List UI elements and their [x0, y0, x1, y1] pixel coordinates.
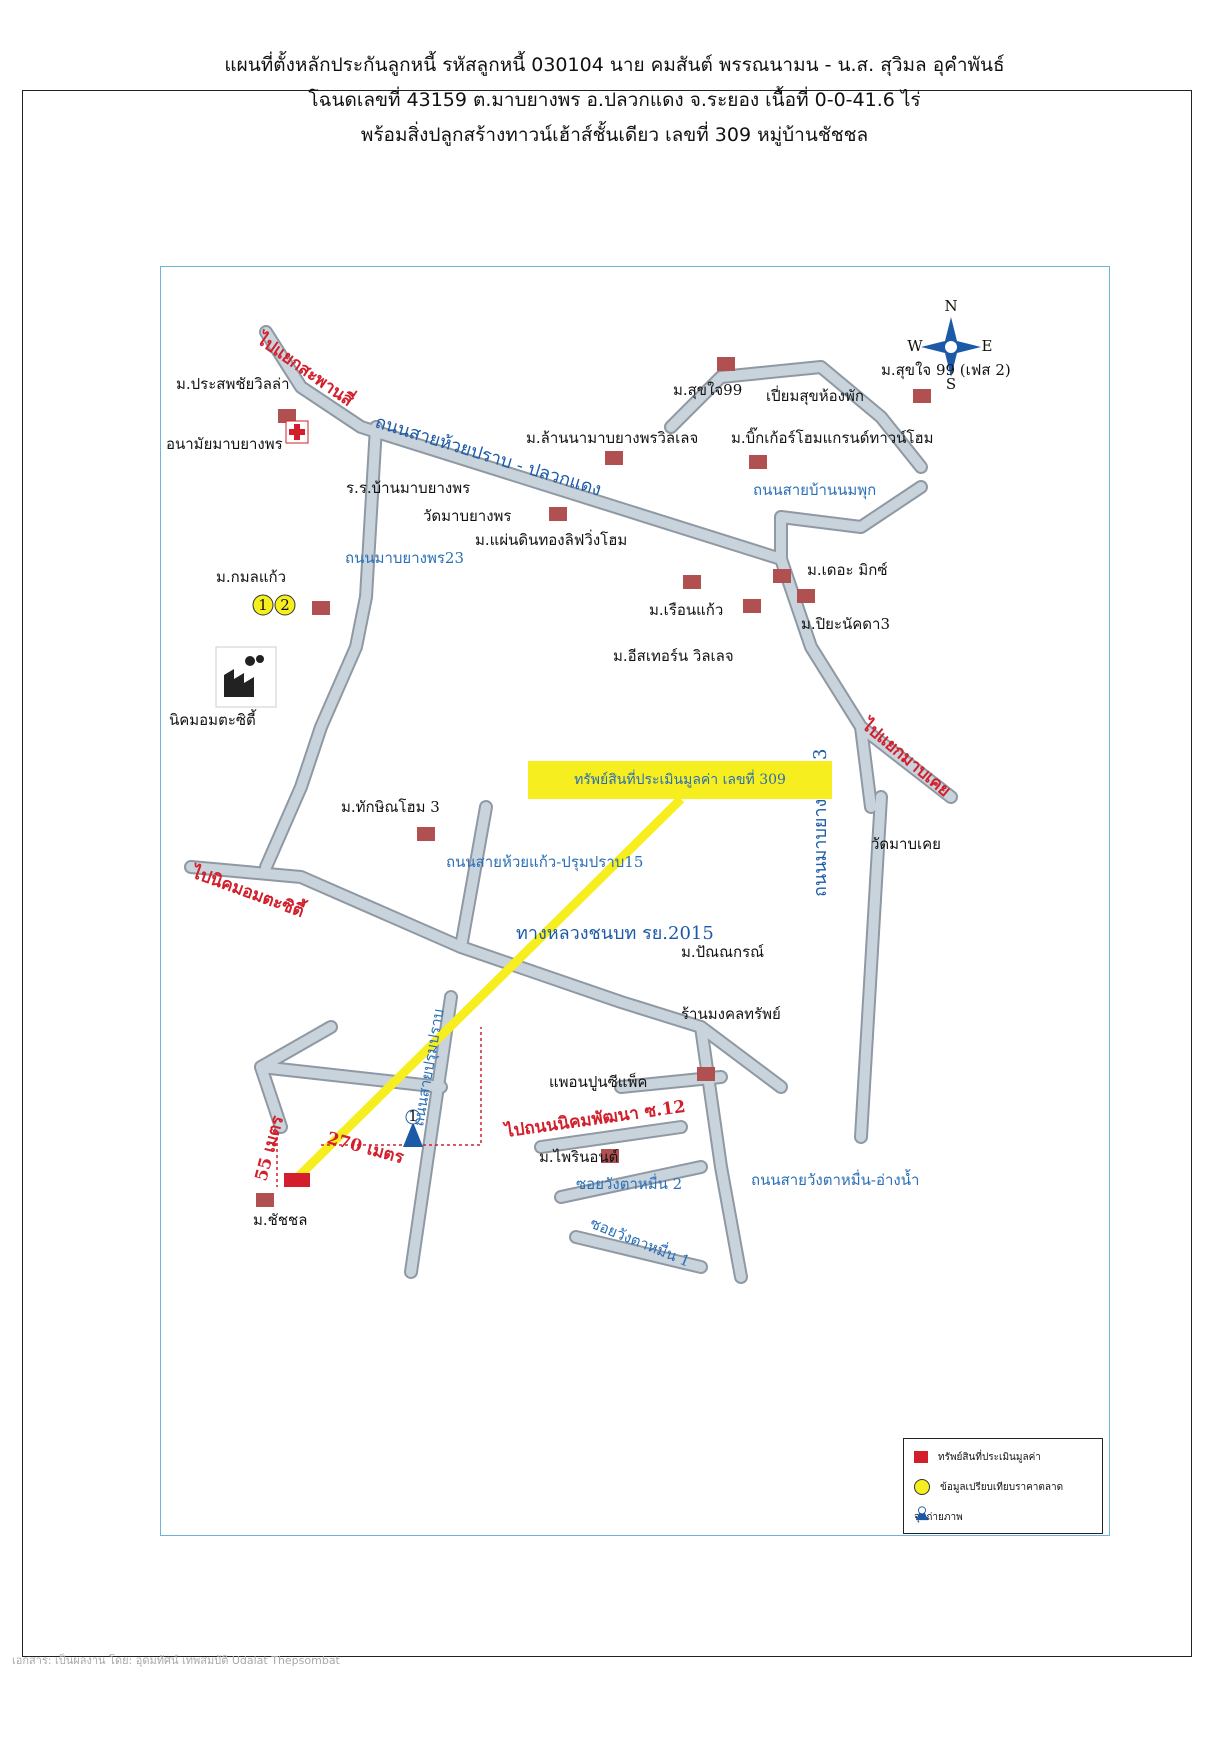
- comparable-1-label: 1: [258, 596, 268, 614]
- place-m-ruean-kaeo: ม.เรือนแก้ว: [649, 601, 723, 619]
- place-m-bhirom: ม.ไพรินอนต์: [539, 1148, 618, 1166]
- distance-270-label: 270 เมตร: [325, 1129, 407, 1169]
- house-icon: [549, 507, 567, 521]
- title-line-2: โฉนดเลขที่ 43159 ต.มาบยางพร อ.ปลวกแดง จ.…: [308, 89, 921, 111]
- place-school: ร.ร.บ้านมาบยางพร: [346, 479, 470, 497]
- house-icon: [913, 389, 931, 403]
- place-m-kamon-kaeo: ม.กมลแก้ว: [216, 568, 286, 586]
- map-title-block: แผนที่ตั้งหลักประกันลูกหนี้ รหัสลูกหนี้ …: [0, 48, 1229, 153]
- house-icon: [743, 599, 761, 613]
- house-icon: [697, 1067, 715, 1081]
- legend-photo-icon: [915, 1506, 929, 1521]
- place-piam-suk: เปี่ยมสุขห้องพัก: [766, 385, 864, 406]
- place-m-prasatchai: ม.ประสพชัยวิลล่า: [176, 375, 290, 393]
- place-m-chatchon: ม.ชัชชล: [253, 1211, 307, 1229]
- legend-row-comparable: ข้อมูลเปรียบเทียบราคาตลาด: [914, 1475, 1063, 1499]
- road-to-lak-saphan-si: ไปแยกสะพานสี่: [251, 326, 359, 411]
- title-line-1: แผนที่ตั้งหลักประกันลูกหนี้ รหัสลูกหนี้ …: [224, 54, 1005, 76]
- place-m-lan-na: ม.ล้านนามาบยางพรวิลเลจ: [526, 429, 698, 447]
- map-svg: N S E W 1 2 1: [166, 297, 1011, 1284]
- house-icon: [773, 569, 791, 583]
- place-m-big-grand: ม.บิ๊กเก้อร์โฮมแกรนด์ทาวน์โฮม: [731, 427, 934, 447]
- compass-n: N: [944, 297, 957, 315]
- house-icon: [749, 455, 767, 469]
- legend-subject-label: ทรัพย์สินที่ประเมินมูลค่า: [938, 1451, 1041, 1463]
- road-network: [186, 327, 956, 1282]
- house-icon: [683, 575, 701, 589]
- photo-point-label: 1: [408, 1107, 418, 1125]
- comparable-marker-1: [252, 594, 274, 616]
- photo-point-circle: [405, 1109, 421, 1125]
- place-m-punyakorn: ม.ปัณณกรณ์: [681, 943, 764, 961]
- legend: ทรัพย์สินที่ประเมินมูลค่า ข้อมูลเปรียบเท…: [903, 1438, 1103, 1534]
- place-m-paen-din-thong: ม.แผ่นดินทองลิฟวิ่งโฮม: [475, 529, 627, 549]
- page-frame: [22, 90, 1192, 1657]
- legend-photo-label: จุดถ่ายภาพ: [914, 1511, 963, 1523]
- factory-icon: [215, 646, 277, 708]
- place-m-the-mix: ม.เดอะ มิกซ์: [807, 561, 888, 579]
- subject-callout-label: ทรัพย์สินที่ประเมินมูลค่า เลขที่ 309: [528, 761, 832, 799]
- subject-property-marker: [284, 1173, 310, 1187]
- photo-point-icon: [403, 1122, 423, 1147]
- legend-row-photo: จุดถ่ายภาพ: [914, 1505, 963, 1529]
- legend-subject-swatch: [914, 1451, 928, 1463]
- place-mongkol-shop: ร้านมงคลทรัพย์: [681, 1005, 781, 1023]
- footer-note: เอกสาร: เป็นผลงาน โดย: อุดมทัศน์ เทพสมบั…: [12, 1654, 340, 1667]
- road-soi-wang-ta-muen-2: ซอยวังตาหมื่น 2: [576, 1173, 682, 1193]
- house-icons: [256, 357, 931, 1207]
- place-pae-pun-pak: แพอนปูนซีแพ็ค: [549, 1072, 647, 1091]
- house-icon: [417, 827, 435, 841]
- compass-e: E: [982, 337, 993, 355]
- road-map-yang-phon-23: ถนนมาบยางพร23: [345, 549, 464, 567]
- place-m-eastern-villa: ม.อีสเทอร์น วิลเลจ: [613, 647, 734, 665]
- place-wat-map-kha: วัดมาบเคย: [871, 835, 941, 853]
- house-icon: [797, 589, 815, 603]
- house-icon: [717, 357, 735, 371]
- comparable-marker-2: [274, 594, 296, 616]
- place-m-suk-jai-99-phase2: ม.สุขใจ 99 (เฟส 2): [881, 361, 1011, 380]
- subject-pointer-line: [292, 795, 685, 1183]
- compass-rose: [921, 317, 981, 377]
- place-m-suk-jai-99: ม.สุขใจ99: [673, 381, 742, 400]
- distance-55-label: 55 เมตร: [252, 1113, 289, 1184]
- place-m-piya-nakhon-3: ม.ปิยะนัคดา3: [801, 615, 890, 633]
- house-icon: [312, 601, 330, 615]
- legend-comparable-label: ข้อมูลเปรียบเทียบราคาตลาด: [940, 1481, 1064, 1493]
- comparable-2-label: 2: [280, 596, 290, 614]
- house-icon: [605, 451, 623, 465]
- place-wat-map-yang-phon: วัดมาบยางพร: [423, 507, 511, 525]
- place-m-thaksin-home-3: ม.ทักษิณโฮม 3: [341, 798, 440, 816]
- map-canvas: N S E W 1 2 1: [160, 266, 1110, 1536]
- compass-s: S: [946, 375, 956, 393]
- place-nikhom-amata: นิคมอมตะซิตี้: [169, 709, 257, 729]
- road-rural-2015: ทางหลวงชนบท รย.2015: [516, 923, 714, 944]
- house-icon: [601, 1149, 619, 1163]
- road-wang-ta-muen-ang-nam: ถนนสายวังตาหมื่น-อ่างน้ำ: [751, 1169, 919, 1189]
- house-icon: [278, 409, 296, 423]
- title-line-3: พร้อมสิ่งปลูกสร้างทาวน์เฮ้าส์ชั้นเดียว เ…: [360, 124, 869, 146]
- road-huai-kaeo-prum-prap-15: ถนนสายห้วยแก้ว-ปรุมปราบ15: [446, 853, 643, 872]
- place-health-center: อนามัยมาบยางพร: [166, 435, 283, 453]
- health-center-icon: [285, 420, 309, 444]
- legend-comparable-swatch: [914, 1479, 930, 1495]
- legend-row-subject: ทรัพย์สินที่ประเมินมูลค่า: [914, 1445, 1041, 1469]
- house-icon: [256, 1193, 274, 1207]
- road-ban-nam: ถนนสายบ้านนมพุก: [753, 481, 876, 500]
- compass-w: W: [907, 337, 923, 355]
